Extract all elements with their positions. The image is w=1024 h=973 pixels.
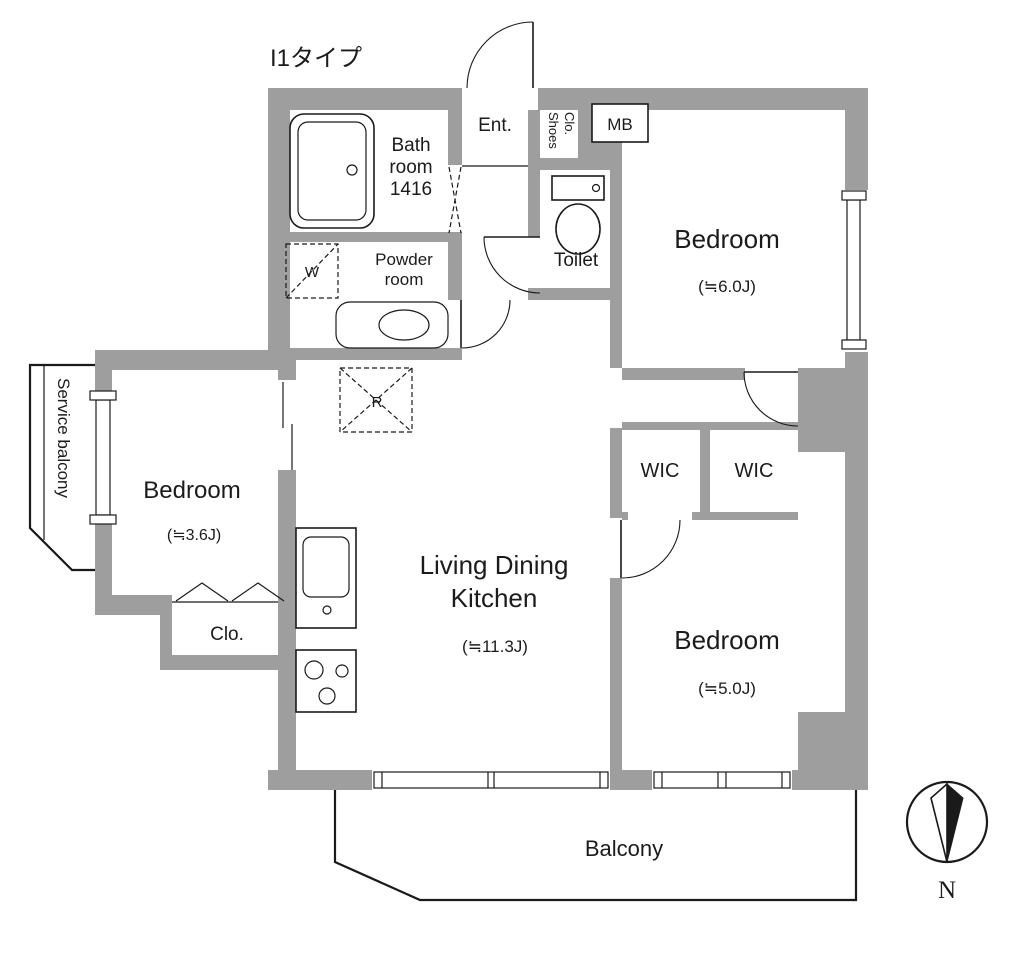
bathtub-icon (289, 113, 375, 229)
label-powder-line2: room (385, 270, 424, 289)
bedroom-south-door-icon (620, 519, 681, 579)
service-balcony-outline (28, 363, 95, 572)
window-bedroom-south-icon (653, 771, 791, 789)
toilet-door-icon (483, 236, 541, 294)
label-bathroom-line3: 1416 (390, 179, 432, 200)
washer-label: W (305, 264, 320, 281)
label-ldk-size: (≒11.3J) (462, 637, 528, 656)
label-service-balcony: Service balcony (54, 378, 73, 499)
meter-box: MB (591, 103, 649, 143)
window-ldk-icon (373, 771, 609, 789)
entrance-door-icon (466, 21, 534, 89)
bathroom-folding-door-icon (448, 166, 462, 234)
label-bedroom-north: Bedroom (674, 224, 780, 254)
label-powder-line1: Powder (375, 250, 433, 269)
meter-box-label: MB (607, 115, 633, 134)
refrigerator-icon: R (339, 367, 413, 433)
washing-machine-icon: W (285, 243, 339, 299)
compass-north-label: N (938, 877, 956, 904)
window-bedroom-west-icon (89, 390, 117, 525)
powder-sink-icon (335, 301, 449, 349)
stove-icon (295, 649, 357, 713)
label-bedroom-north-size: (≒6.0J) (698, 277, 756, 296)
label-shoes-closet-line1: Shoes (546, 112, 561, 149)
label-wic-left: WIC (641, 460, 680, 482)
label-shoes-closet-line2: Clo. (562, 112, 577, 135)
compass: N (905, 780, 989, 904)
label-balcony: Balcony (585, 836, 663, 861)
kitchen-sink-icon (295, 527, 357, 629)
label-closet: Clo. (210, 624, 244, 645)
refrigerator-label: R (372, 394, 383, 411)
plan-title: I1タイプ (270, 45, 362, 72)
label-bedroom-south: Bedroom (674, 625, 780, 655)
bedroom-north-door-icon (743, 371, 799, 427)
toilet-icon (551, 175, 605, 255)
label-ldk-line1: Living Dining (420, 550, 569, 580)
label-entrance: Ent. (478, 115, 512, 136)
window-bedroom-north-icon (841, 190, 870, 352)
bedroom-west-sliding-door-icon (282, 382, 293, 470)
label-bedroom-west-size: (≒3.6J) (167, 527, 221, 544)
label-toilet: Toilet (554, 250, 599, 271)
label-wic-right: WIC (735, 460, 774, 482)
balcony-outline (333, 790, 858, 902)
label-bedroom-west: Bedroom (143, 477, 240, 504)
powder-room-door-icon (460, 299, 511, 349)
label-bathroom-line2: room (389, 157, 432, 178)
label-bathroom-line1: Bath (391, 135, 430, 156)
label-bedroom-south-size: (≒5.0J) (698, 679, 756, 698)
walls (95, 88, 868, 790)
closet-door-icon (172, 582, 285, 603)
label-ldk-line2: Kitchen (451, 583, 538, 613)
compass-needle-black (946, 782, 964, 863)
